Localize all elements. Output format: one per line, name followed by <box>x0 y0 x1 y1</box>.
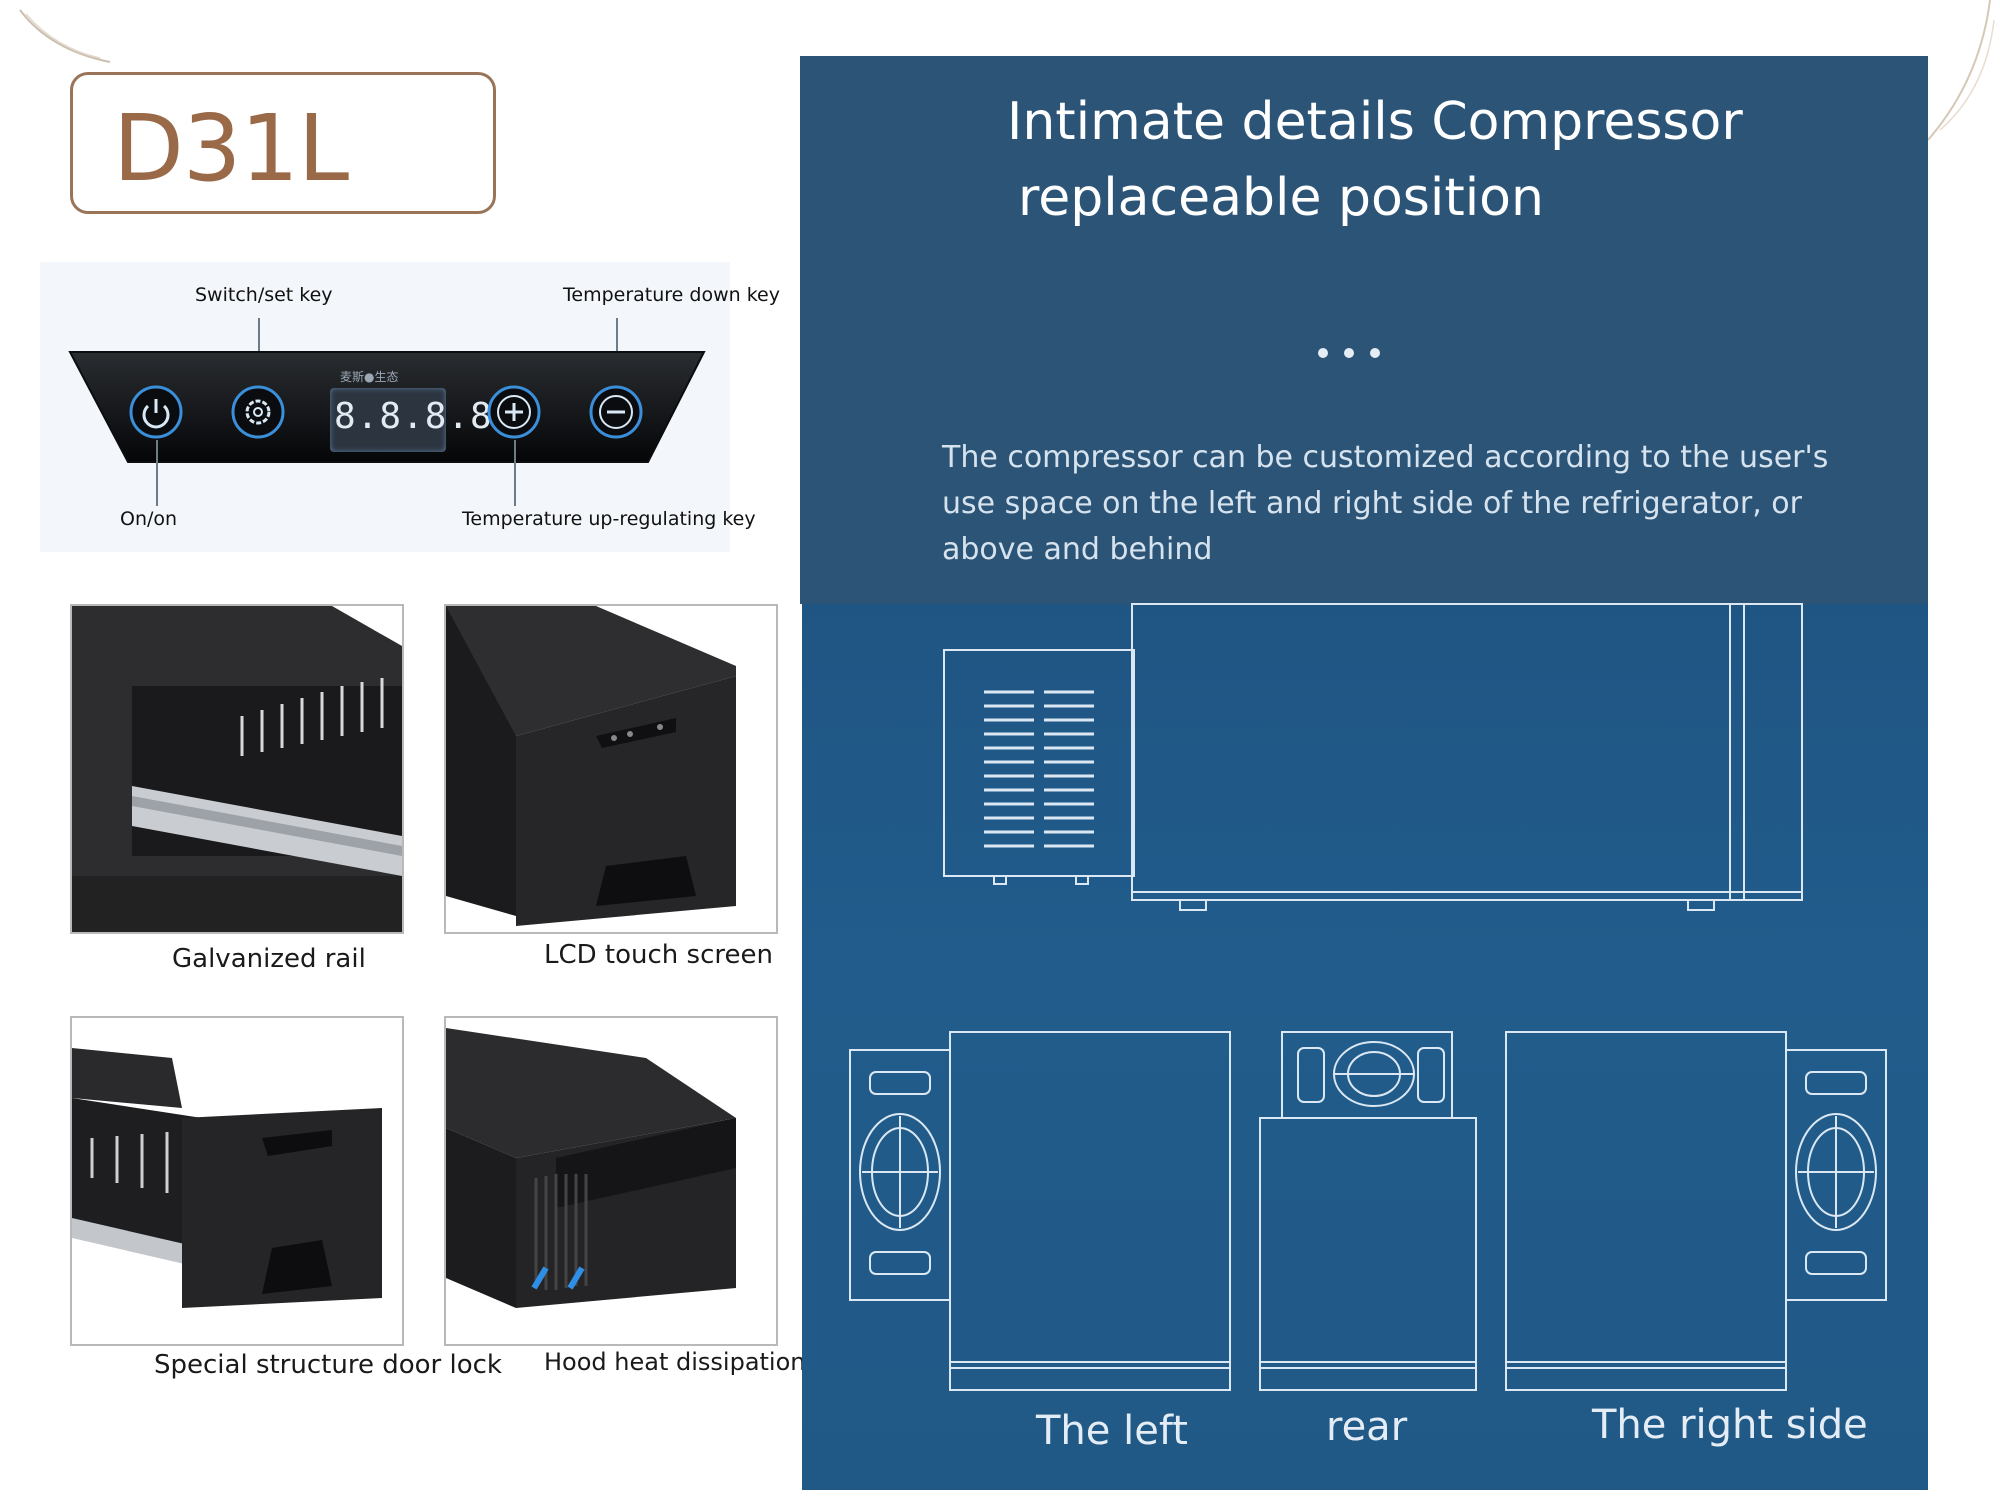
feature-caption-lcd: LCD touch screen <box>544 940 773 970</box>
description-line3: above and behind <box>942 532 1213 567</box>
display-brand-text: 麦斯●生态 <box>340 370 399 384</box>
drawer-rail-illustration <box>72 606 402 932</box>
ellipsis-dot-1 <box>1318 348 1328 358</box>
minus-button-icon[interactable] <box>588 384 644 440</box>
blueprint-rear-view <box>1259 1031 1477 1391</box>
model-badge: D31L <box>70 72 496 214</box>
door-lock-photo <box>70 1016 404 1346</box>
drawer-open-illustration <box>72 1048 382 1308</box>
temp-up-leader-line <box>514 440 516 506</box>
ellipsis-dot-3 <box>1370 348 1380 358</box>
blueprint-left-view <box>849 1031 1231 1391</box>
info-heading-line1: Intimate details Compressor <box>1007 92 1743 152</box>
view-label-left: The left <box>1036 1408 1188 1454</box>
led-display-digits: 8.8.8.8 <box>334 396 493 437</box>
blueprint-right-view <box>1505 1031 1887 1391</box>
on-off-label: On/on <box>120 508 178 530</box>
on-off-leader-line <box>156 440 158 506</box>
power-button-icon[interactable] <box>128 384 184 440</box>
view-label-right: The right side <box>1592 1402 1868 1448</box>
switch-set-key-label: Switch/set key <box>195 284 333 306</box>
feature-caption-door-lock: Special structure door lock <box>154 1350 502 1380</box>
drawer-front-illustration <box>446 606 736 926</box>
description-line2: use space on the left and right side of … <box>942 486 1802 521</box>
decorative-feather-left <box>19 9 111 63</box>
ellipsis-dot-2 <box>1344 348 1354 358</box>
info-heading-line2: replaceable position <box>1018 168 1544 228</box>
led-display <box>330 388 446 452</box>
settings-gear-icon[interactable] <box>230 384 286 440</box>
decorative-feather-right <box>1927 0 1995 141</box>
model-name: D31L <box>113 95 349 202</box>
rear-vent-illustration <box>446 1028 736 1308</box>
info-panel-blueprint <box>802 604 1928 1490</box>
lcd-touch-screen-photo <box>444 604 778 934</box>
feature-caption-rail: Galvanized rail <box>172 944 366 974</box>
temperature-up-key-label: Temperature up-regulating key <box>462 508 756 530</box>
temperature-down-key-label: Temperature down key <box>563 284 780 306</box>
feature-caption-heat: Hood heat dissipation <box>544 1348 806 1376</box>
heat-dissipation-photo <box>444 1016 778 1346</box>
blueprint-top-view <box>943 603 1803 911</box>
view-label-rear: rear <box>1326 1404 1408 1450</box>
galvanized-rail-photo <box>70 604 404 934</box>
plus-button-icon[interactable] <box>486 384 542 440</box>
info-panel-header <box>800 56 1928 604</box>
description-line1: The compressor can be customized accordi… <box>942 440 1829 475</box>
